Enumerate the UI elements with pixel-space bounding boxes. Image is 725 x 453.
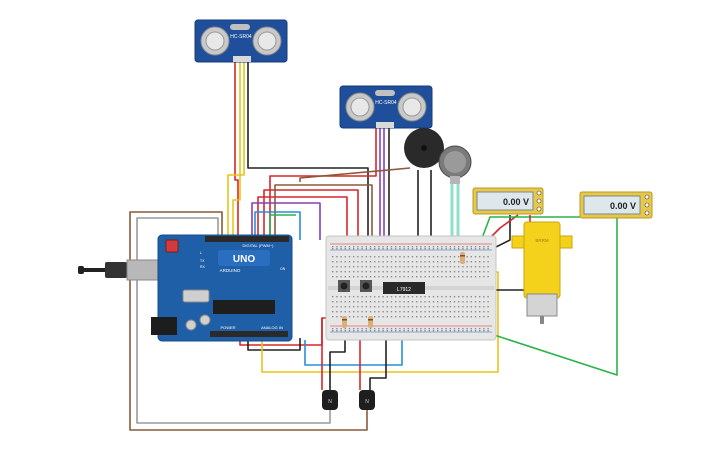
svg-text:N: N — [365, 399, 369, 405]
wire-black-power[interactable] — [247, 338, 301, 351]
wire-brown-left-loop[interactable] — [129, 211, 368, 431]
pushbutton-1[interactable] — [338, 280, 350, 292]
digital-header-label: DIGITAL (PWM~) — [243, 243, 275, 248]
transistor-1[interactable]: N — [322, 390, 338, 410]
resistor-2[interactable] — [368, 316, 373, 328]
sensor-top-label: HC-SR04 — [230, 34, 252, 40]
wire-yellow-top-sensor-2[interactable] — [227, 60, 245, 240]
arduino-uno[interactable]: UNO ARDUINO DIGITAL (PWM~) POWER ANALOG … — [78, 234, 293, 342]
transistor-2[interactable]: N — [359, 390, 375, 410]
resistor-1[interactable] — [342, 316, 347, 328]
arduino-model: UNO — [233, 254, 255, 265]
wire-black-t2[interactable] — [369, 320, 387, 390]
power-header-label: POWER — [220, 325, 235, 330]
motor-label: BRRM — [535, 238, 549, 243]
analog-header-label: ANALOG IN — [261, 325, 283, 330]
ultrasonic-sensor-mid[interactable]: HC-SR04 — [339, 85, 433, 129]
wire-brown-buzzer[interactable] — [299, 167, 411, 182]
voltage-regulator[interactable]: L7912 — [383, 282, 425, 294]
breadboard-holes — [332, 246, 489, 332]
piezo-buzzer[interactable] — [404, 128, 444, 168]
tx-label: TX — [200, 259, 205, 263]
multimeter-right[interactable]: 0.00 V — [579, 191, 653, 219]
wire-red-top-sensor[interactable] — [234, 60, 239, 240]
sensor-mid-label: HC-SR04 — [375, 100, 397, 106]
wire-red-1[interactable] — [263, 189, 359, 240]
wire-purple-1[interactable] — [251, 202, 321, 240]
force-sensor[interactable] — [438, 145, 472, 184]
wire-blue-bottom[interactable] — [304, 320, 403, 366]
meter-left-reading: 0.00 V — [503, 197, 529, 207]
wire-yellow-top-sensor[interactable] — [232, 60, 241, 240]
ultrasonic-sensor-top[interactable]: HC-SR04 — [194, 19, 288, 63]
arduino-brand: ARDUINO — [220, 268, 241, 273]
wire-blue-1[interactable] — [254, 211, 301, 240]
wire-green-1[interactable] — [269, 214, 296, 240]
rx-label: RX — [200, 265, 206, 269]
l-label: L — [200, 251, 202, 255]
resistor-3[interactable] — [460, 252, 465, 264]
wire-black-top-sensor[interactable] — [247, 60, 369, 240]
multimeter-left[interactable]: 0.00 V — [472, 187, 544, 215]
meter-right-reading: 0.00 V — [610, 201, 636, 211]
wire-gray-left-loop[interactable] — [136, 217, 331, 424]
dc-motor[interactable]: BRRM — [511, 221, 573, 324]
wire-red-2[interactable] — [257, 196, 348, 240]
wire-red-mid-sensor[interactable] — [269, 125, 377, 240]
svg-text:N: N — [328, 399, 332, 405]
pushbutton-2[interactable] — [360, 280, 372, 292]
on-label: ON — [280, 267, 286, 271]
regulator-label: L7912 — [397, 287, 411, 293]
